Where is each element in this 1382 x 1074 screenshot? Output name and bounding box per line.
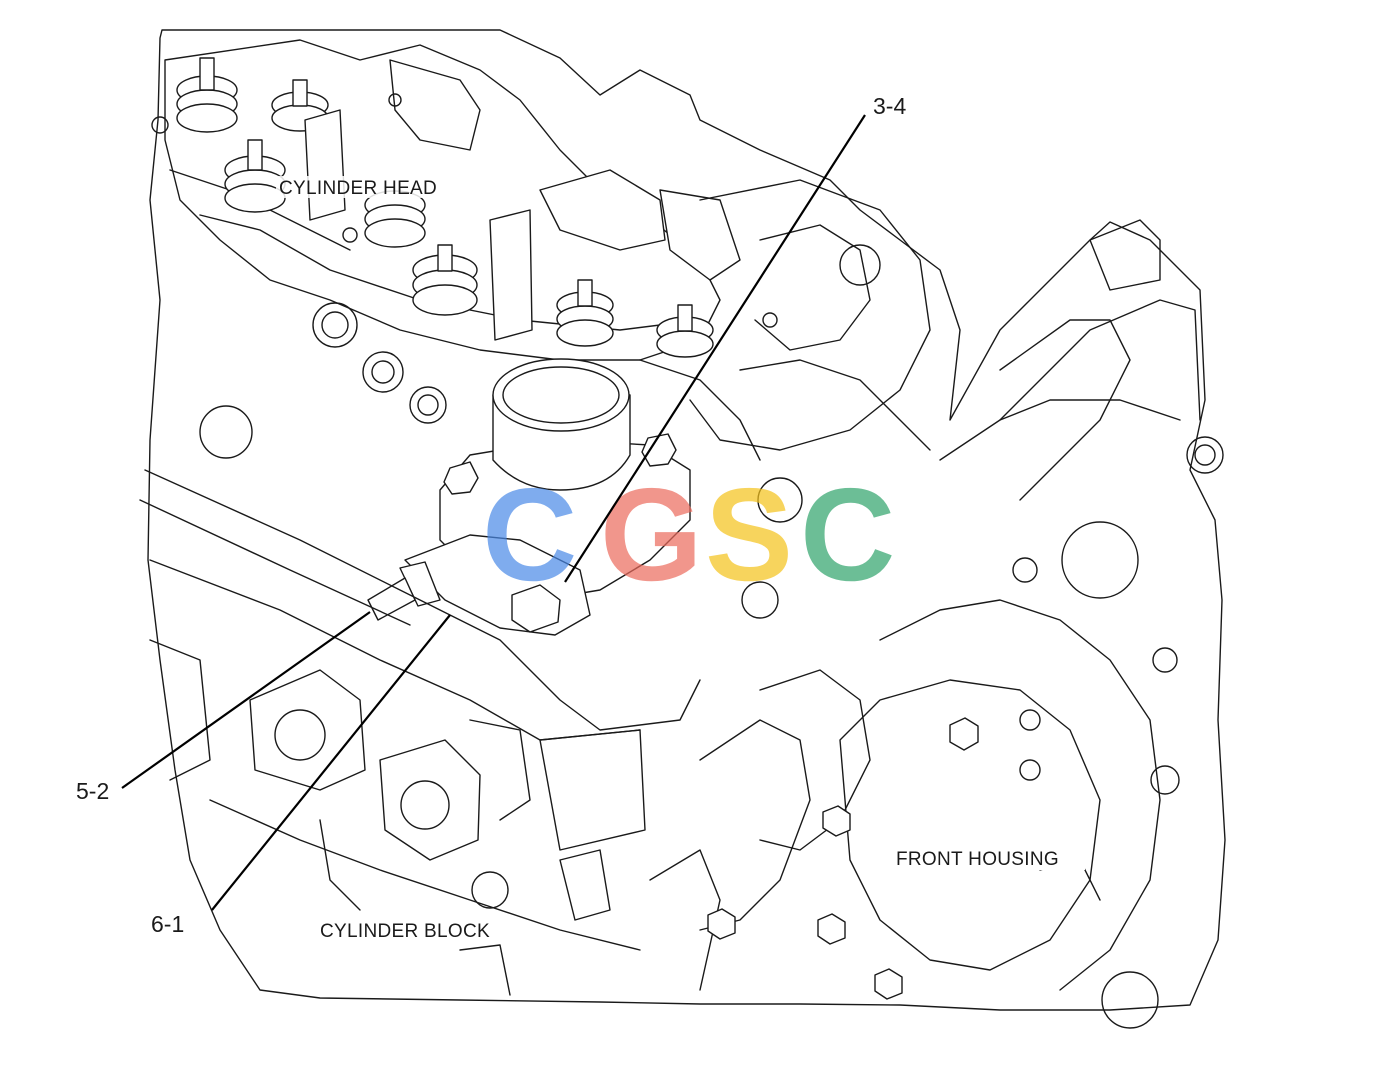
leader-line-6-1 bbox=[211, 614, 451, 911]
rear-cover-drawing bbox=[639, 179, 931, 461]
watermark-letter-2: G bbox=[600, 461, 703, 608]
pipe-nipple bbox=[367, 577, 416, 621]
callout-6-1: 6-1 bbox=[151, 911, 184, 937]
leader-line-3-4 bbox=[564, 114, 866, 583]
engine-outline bbox=[147, 29, 1226, 1011]
valve-spring-3 bbox=[224, 139, 286, 213]
watermark: C G S C bbox=[482, 461, 895, 608]
pipe-bracket-drawing bbox=[367, 534, 591, 636]
valve-spring-1 bbox=[176, 57, 238, 133]
watermark-letter-3: S bbox=[705, 461, 793, 608]
label-cylinder-head: CYLINDER HEAD bbox=[279, 178, 437, 199]
valve-spring-6 bbox=[556, 279, 614, 347]
callout-5-2: 5-2 bbox=[76, 778, 109, 804]
valve-spring-5 bbox=[412, 244, 478, 316]
cylinder-block-drawing bbox=[139, 469, 701, 996]
valve-spring-4 bbox=[364, 190, 426, 248]
label-front-housing: FRONT HOUSING bbox=[896, 849, 1059, 870]
watermark-letter-1: C bbox=[482, 461, 577, 608]
front-housing-drawing bbox=[649, 219, 1224, 1029]
label-cylinder-block: CYLINDER BLOCK bbox=[320, 921, 490, 942]
watermark-letter-4: C bbox=[800, 461, 895, 608]
valve-spring-7 bbox=[656, 304, 714, 358]
callout-3-4: 3-4 bbox=[873, 93, 906, 119]
cylinder-head-drawing bbox=[151, 39, 778, 459]
bracket-bolt bbox=[511, 584, 561, 633]
leader-line-5-2 bbox=[121, 611, 371, 789]
